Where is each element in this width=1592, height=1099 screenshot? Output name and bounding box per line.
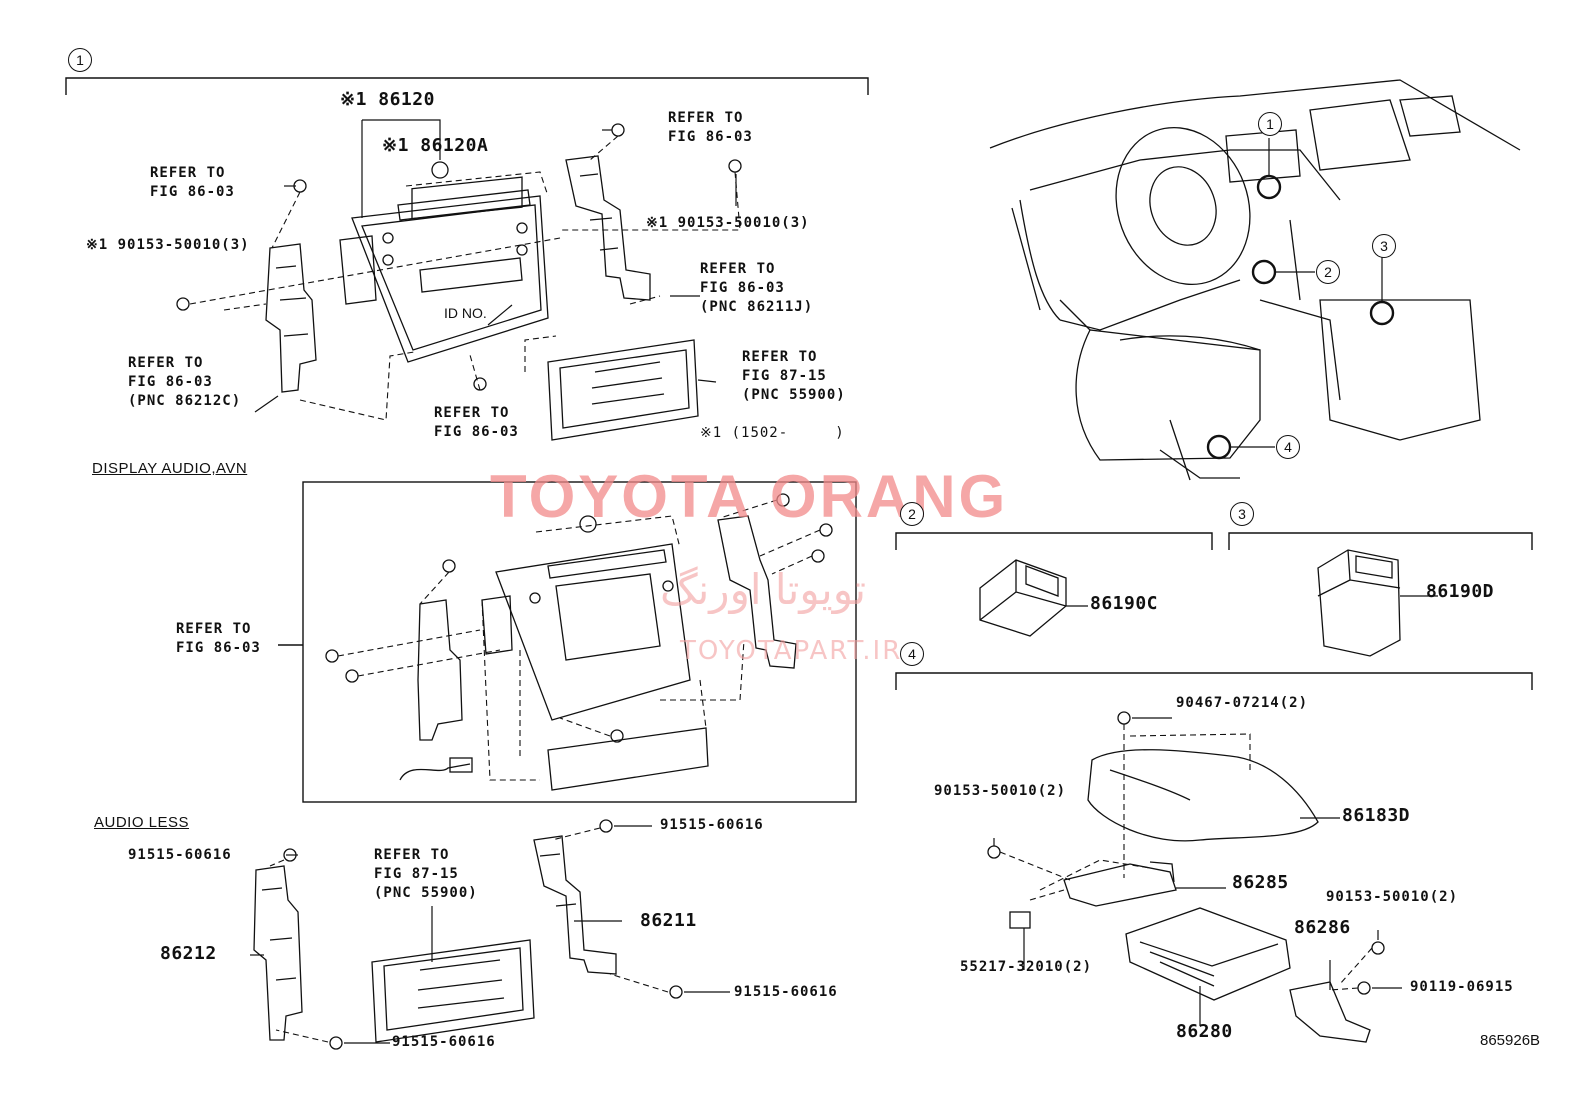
- section-1-marker: 1: [68, 48, 92, 72]
- right-bracket: [565, 155, 651, 301]
- label-86285: 86285: [1232, 872, 1289, 893]
- section-display-audio: DISPLAY AUDIO,AVN: [92, 460, 248, 477]
- label-screw-90153-left: ※1 90153-50010(3): [86, 237, 250, 253]
- label-86211: 86211: [640, 910, 697, 931]
- label-90153-50010-b: 90153-50010(2): [1326, 889, 1459, 905]
- figure-code: 865926B: [1480, 1032, 1541, 1049]
- label-91515-c: 91515-60616: [734, 984, 838, 1000]
- label-86280: 86280: [1176, 1021, 1233, 1042]
- section-4-marker: 4: [900, 642, 924, 666]
- label-55217: 55217-32010(2): [960, 959, 1093, 975]
- watermark-arabic: تویوتا اورنگ: [660, 565, 867, 614]
- switch-86190C: [979, 559, 1088, 637]
- label-91515-d: 91515-60616: [392, 1034, 496, 1050]
- section-3-marker: 3: [1230, 502, 1254, 526]
- amplifier-assembly: [987, 711, 1385, 1043]
- label-91515-a: 91515-60616: [128, 847, 232, 863]
- section-2-marker: 2: [900, 502, 924, 526]
- callout-3: 3: [1372, 234, 1396, 258]
- label-note-1502: ※1 (1502- ): [700, 425, 845, 441]
- label-refer-fig-87-15: REFER TO FIG 87-15 (PNC 55900): [742, 349, 846, 403]
- label-refer-86211J: REFER TO FIG 86-03 (PNC 86211J): [700, 261, 814, 315]
- label-refer-fig-86-03-c: REFER TO FIG 86-03: [434, 405, 519, 440]
- audio-panel-86120: [339, 161, 549, 363]
- label-refer-fig-86-03-d: REFER TO FIG 86-03: [176, 621, 261, 656]
- audio-less-parts: [253, 819, 683, 1050]
- label-90119: 90119-06915: [1410, 979, 1514, 995]
- label-id-no: ID NO.: [444, 305, 487, 321]
- label-86190C: 86190C: [1090, 593, 1159, 614]
- label-86212: 86212: [160, 943, 217, 964]
- label-86120A: ※1 86120A: [382, 135, 489, 156]
- label-screw-90153-right: ※1 90153-50010(3): [646, 215, 810, 231]
- label-refer-fig-86-03-b: REFER TO FIG 86-03: [668, 110, 753, 145]
- climate-control-unit: [547, 339, 699, 441]
- callout-1: 1: [1258, 112, 1282, 136]
- left-bracket: [265, 243, 317, 393]
- display-audio-assembly: [399, 515, 797, 791]
- label-86120: ※1 86120: [340, 89, 435, 110]
- label-86183D: 86183D: [1342, 805, 1411, 826]
- label-90467: 90467-07214(2): [1176, 695, 1309, 711]
- car-interior-view: [989, 79, 1521, 481]
- switch-86190D: [1317, 549, 1438, 657]
- label-86190D: 86190D: [1426, 581, 1495, 602]
- watermark-main: TOYOTA ORANG: [490, 463, 1009, 530]
- label-86286: 86286: [1294, 917, 1351, 938]
- label-refer-55900: REFER TO FIG 87-15 (PNC 55900): [374, 847, 478, 901]
- section-audio-less: AUDIO LESS: [94, 814, 190, 831]
- label-90153-50010-a: 90153-50010(2): [934, 783, 1067, 799]
- label-91515-b: 91515-60616: [660, 817, 764, 833]
- label-refer-fig-86-03-a: REFER TO FIG 86-03: [150, 165, 235, 200]
- callout-4: 4: [1276, 435, 1300, 459]
- label-refer-86212C: REFER TO FIG 86-03 (PNC 86212C): [128, 355, 242, 409]
- callout-2: 2: [1316, 260, 1340, 284]
- watermark-url: TOYOTAPART.IR: [680, 636, 903, 666]
